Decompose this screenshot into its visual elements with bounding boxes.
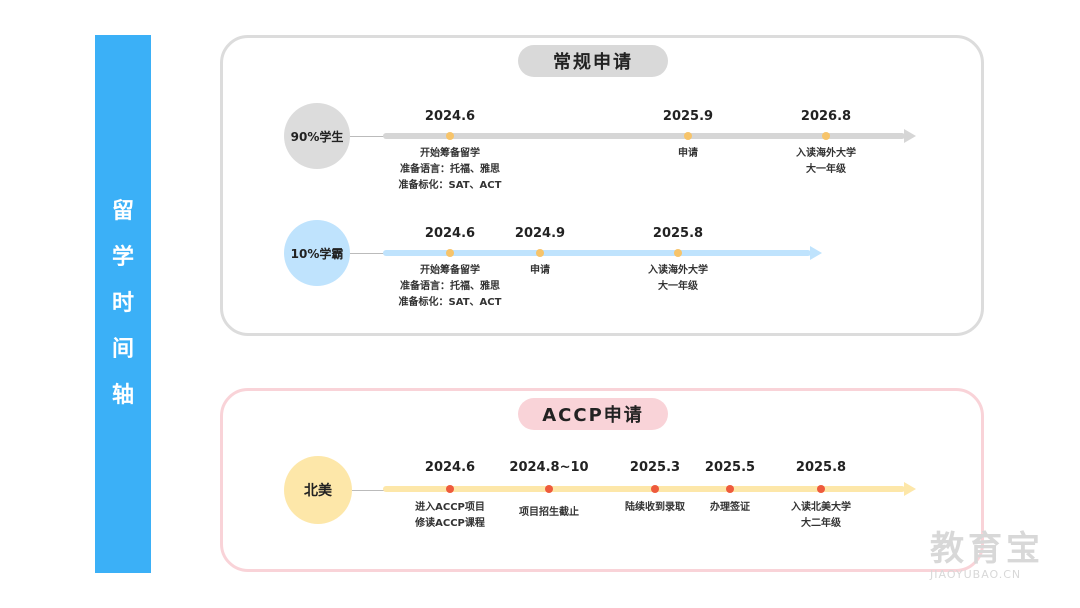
accp-milestone-desc: 陆续收到录取 — [625, 502, 685, 513]
side-title-char: 时 — [111, 291, 134, 316]
row1-arrow-icon — [904, 129, 916, 143]
row1-milestone-desc: 入读海外大学 大一年级 — [796, 148, 856, 175]
accp-arrow-icon — [904, 482, 916, 496]
accp-milestone-desc: 项目招生截止 — [519, 507, 579, 518]
row2-timeline-track — [383, 250, 811, 256]
accp-milestone-desc: 进入ACCP项目 修读ACCP课程 — [415, 502, 485, 529]
row1-milestone-date: 2026.8 — [800, 109, 852, 124]
row1-milestone-desc: 申请 — [678, 148, 698, 159]
row2-milestone-dot — [446, 249, 454, 257]
side-title-char: 留 — [111, 199, 134, 224]
side-title-banner: 留 学 时 间 轴 — [95, 35, 151, 573]
row2-milestone-dot — [674, 249, 682, 257]
row1-milestone-date: 2025.9 — [662, 109, 714, 124]
row2-connector — [350, 253, 384, 254]
accp-milestone-date: 2025.8 — [795, 460, 847, 475]
row1-timeline-track — [383, 133, 905, 139]
group-90-percent-badge: 90%学生 — [284, 103, 350, 169]
accp-milestone-date: 2025.3 — [629, 460, 681, 475]
watermark-en: JIAOYUBAO.CN — [930, 568, 1022, 581]
north-america-badge: 北美 — [284, 456, 352, 524]
row1-milestone-desc: 开始筹备留学 准备语言：托福、雅思 准备标化：SAT、ACT — [398, 148, 502, 191]
accp-milestone-dot — [446, 485, 454, 493]
accp-milestone-date: 2024.6 — [424, 460, 476, 475]
row2-milestone-date: 2024.6 — [424, 226, 476, 241]
side-title-char: 学 — [111, 245, 134, 270]
side-title-char: 间 — [111, 337, 134, 362]
accp-milestone-date: 2025.5 — [704, 460, 756, 475]
row2-milestone-desc: 入读海外大学 大一年级 — [648, 265, 708, 292]
row2-milestone-desc: 开始筹备留学 准备语言：托福、雅思 准备标化：SAT、ACT — [398, 265, 502, 308]
row2-milestone-desc: 申请 — [530, 265, 550, 276]
row2-milestone-date: 2024.9 — [514, 226, 566, 241]
accp-milestone-date: 2024.8~10 — [509, 460, 589, 475]
row2-milestone-date: 2025.8 — [652, 226, 704, 241]
row2-milestone-dot — [536, 249, 544, 257]
accp-milestone-dot — [651, 485, 659, 493]
regular-application-panel — [220, 35, 984, 336]
accp-milestone-desc: 办理签证 — [710, 502, 750, 513]
row2-arrow-icon — [810, 246, 822, 260]
regular-panel-title: 常规申请 — [518, 45, 668, 77]
accp-milestone-dot — [817, 485, 825, 493]
side-title-char: 轴 — [111, 383, 134, 408]
row1-milestone-dot — [446, 132, 454, 140]
accp-connector — [352, 490, 384, 491]
accp-panel-title: ACCP申请 — [518, 398, 668, 430]
accp-milestone-desc: 入读北美大学 大二年级 — [791, 502, 851, 529]
accp-milestone-dot — [726, 485, 734, 493]
accp-timeline-track — [383, 486, 905, 492]
accp-milestone-dot — [545, 485, 553, 493]
watermark-logo: 教育宝 JIAOYUBAO.CN — [930, 530, 1070, 590]
group-10-percent-badge: 10%学霸 — [284, 220, 350, 286]
watermark-cn: 教育宝 — [930, 529, 1044, 569]
row1-milestone-dot — [684, 132, 692, 140]
row1-milestone-date: 2024.6 — [424, 109, 476, 124]
row1-connector — [350, 136, 384, 137]
row1-milestone-dot — [822, 132, 830, 140]
